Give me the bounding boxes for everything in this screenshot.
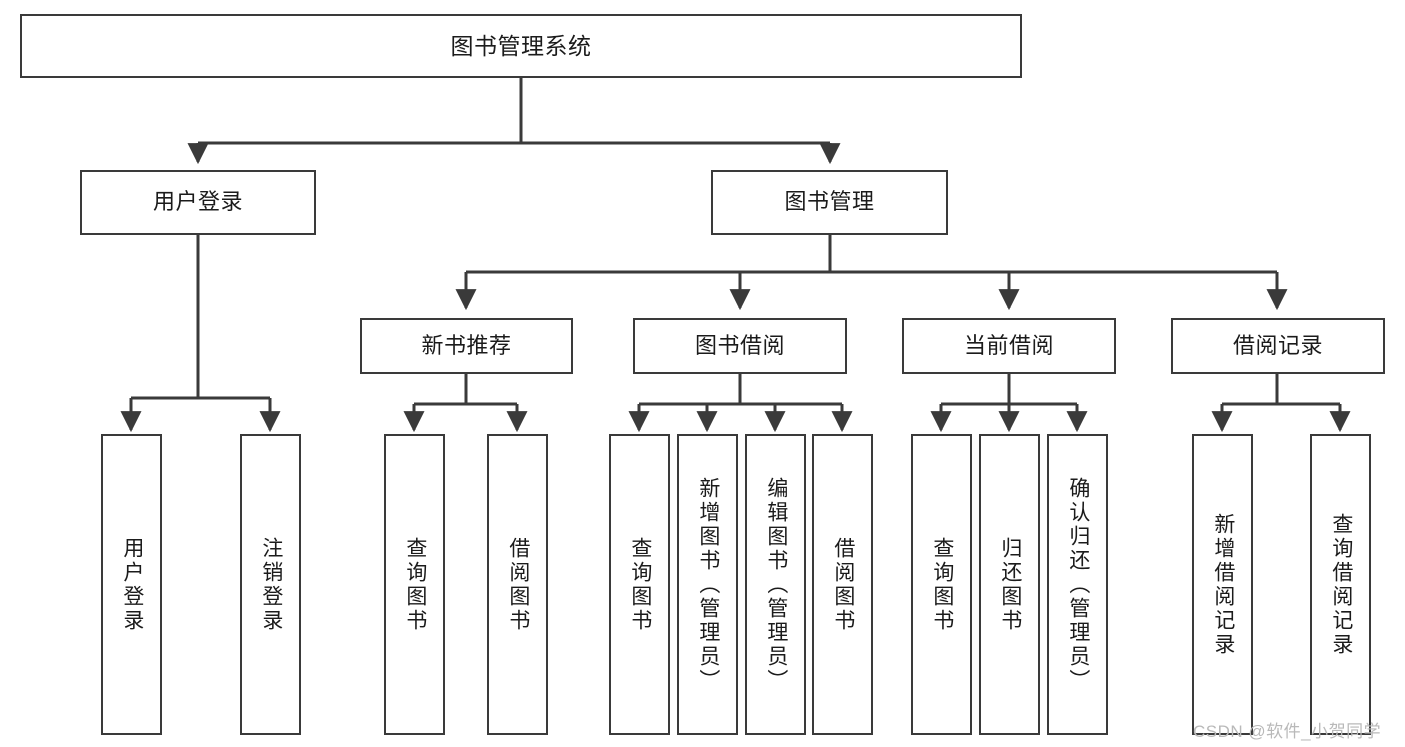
node-label: 图书借阅	[694, 332, 785, 358]
node-label: 用户登录	[120, 536, 144, 633]
leaf-new-book-query[interactable]: 查询图书	[384, 434, 445, 735]
node-label: 查询图书	[930, 536, 954, 633]
node-label: 用户登录	[152, 189, 243, 215]
node-root-system[interactable]: 图书管理系统	[20, 14, 1022, 78]
node-user-login[interactable]: 用户登录	[80, 170, 316, 235]
node-label: 借阅图书	[831, 536, 855, 633]
leaf-borrow-query-book[interactable]: 查询图书	[609, 434, 670, 735]
node-book-borrow[interactable]: 图书借阅	[633, 318, 847, 374]
leaf-record-query-record[interactable]: 查询借阅记录	[1310, 434, 1371, 735]
node-label: 新增借阅记录	[1211, 512, 1235, 657]
node-label: 查询借阅记录	[1329, 512, 1353, 657]
leaf-borrow-borrow-book[interactable]: 借阅图书	[812, 434, 873, 735]
node-label: 图书管理	[784, 189, 875, 215]
leaf-borrow-edit-book[interactable]: 编辑图书（管理员）	[745, 434, 806, 735]
node-label: 借阅图书	[506, 536, 530, 633]
leaf-current-return-book[interactable]: 归还图书	[979, 434, 1040, 735]
leaf-current-confirm-return[interactable]: 确认归还（管理员）	[1047, 434, 1108, 735]
node-label: 归还图书	[998, 536, 1022, 633]
node-label: 注销登录	[259, 536, 283, 633]
node-label: 借阅记录	[1232, 332, 1323, 358]
leaf-borrow-add-book[interactable]: 新增图书（管理员）	[677, 434, 738, 735]
csdn-watermark: CSDN @软件_小贺同学	[1193, 722, 1382, 741]
leaf-current-query-book[interactable]: 查询图书	[911, 434, 972, 735]
leaf-record-add-record[interactable]: 新增借阅记录	[1192, 434, 1253, 735]
node-label: 查询图书	[628, 536, 652, 633]
node-new-book-recommend[interactable]: 新书推荐	[360, 318, 573, 374]
node-current-borrow[interactable]: 当前借阅	[902, 318, 1116, 374]
node-book-management[interactable]: 图书管理	[711, 170, 948, 235]
leaf-user-login-login[interactable]: 用户登录	[101, 434, 162, 735]
node-label: 编辑图书（管理员）	[764, 476, 788, 693]
leaf-new-book-borrow[interactable]: 借阅图书	[487, 434, 548, 735]
node-label: 新增图书（管理员）	[696, 476, 720, 693]
leaf-user-login-logout[interactable]: 注销登录	[240, 434, 301, 735]
node-label: 确认归还（管理员）	[1066, 476, 1090, 693]
node-label: 新书推荐	[421, 332, 512, 358]
node-label: 当前借阅	[963, 332, 1054, 358]
node-label: 图书管理系统	[450, 32, 592, 59]
node-label: 查询图书	[403, 536, 427, 633]
node-borrow-record[interactable]: 借阅记录	[1171, 318, 1385, 374]
